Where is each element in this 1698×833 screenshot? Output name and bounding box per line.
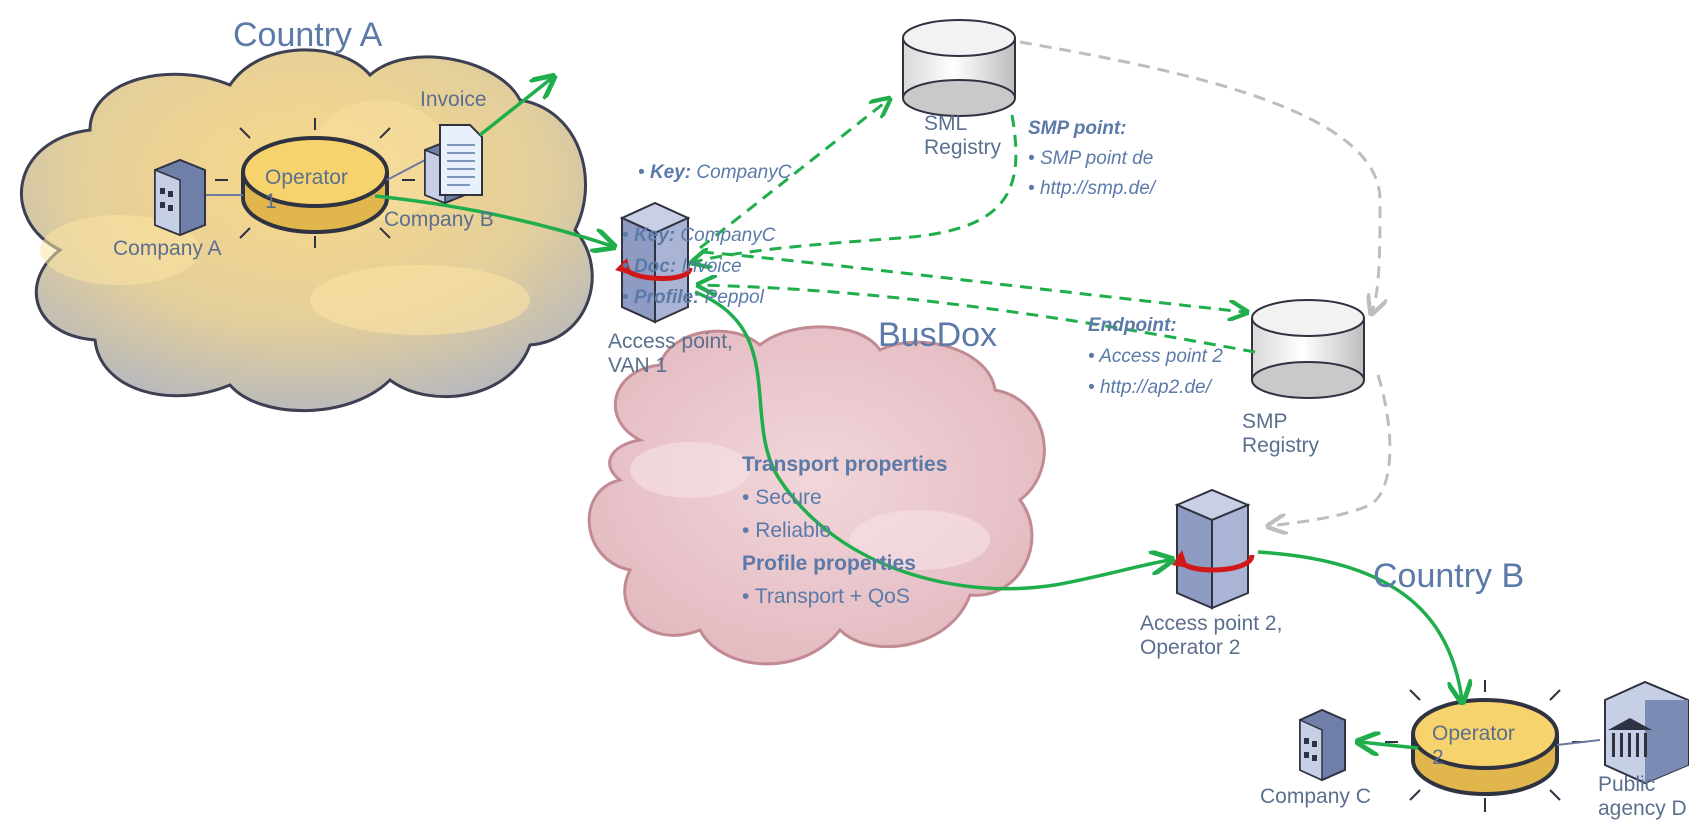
invoice-label: Invoice [420, 88, 487, 111]
endpoint-item-1-text: Access point 2 [1099, 346, 1223, 367]
operator-2-disc [1385, 680, 1585, 812]
operator-1-label: Operator 1 [265, 166, 348, 214]
access-point-2-label-line2: Operator 2 [1140, 636, 1241, 660]
ap1-doc-value: Invoice [681, 256, 742, 277]
endpoint-title-text: Endpoint: [1088, 315, 1177, 336]
ap1-doc-line: • Doc: Invoice [622, 256, 742, 277]
country-b-label: Country B [1373, 557, 1525, 595]
access-point-1-server-icon [615, 201, 693, 324]
smp-point-title-text: SMP point: [1028, 118, 1127, 139]
operator-1-label-line2: 1 [265, 190, 277, 214]
access-point-2-label-line1: Access point 2, [1140, 612, 1283, 635]
busdox-properties: Transport properties • Secure • Reliable… [742, 448, 947, 613]
smp-to-ap2-link [1270, 374, 1392, 526]
operator2-to-company-c-arrow [1360, 742, 1419, 748]
smp-to-ap1-response [700, 285, 1256, 354]
company-c-label: Company C [1260, 785, 1371, 808]
sml-to-smp-link [1019, 40, 1380, 312]
transport-properties-title: Transport properties [742, 448, 947, 481]
ap1-profile-line: • Profile: Peppol [622, 287, 764, 308]
profile-property-1: • Transport + QoS [742, 585, 910, 608]
transport-property-1-text: Secure [755, 486, 822, 509]
ap1-doc-label: Doc: [633, 256, 677, 277]
smp-point-item-2: • http://smp.de/ [1028, 178, 1156, 199]
smp-point-item-1: • SMP point de [1028, 148, 1154, 169]
smp-point-item-2-text: http://smp.de/ [1039, 178, 1156, 199]
profile-properties-title: Profile properties [742, 547, 947, 580]
transport-property-1: • Secure [742, 486, 822, 509]
access-point-1-label: Access point, VAN 1 [608, 330, 733, 378]
access-point-1-label-line2: VAN 1 [608, 354, 668, 378]
ap1-key-value: CompanyC [680, 225, 776, 246]
ap1-profile-value: Peppol [704, 287, 764, 308]
access-point-1-message-note: • Key: CompanyC • Doc: Invoice • Profile… [622, 220, 775, 313]
ap1-profile-label: Profile: [633, 287, 700, 308]
operator-2-label: Operator 2 [1432, 722, 1515, 770]
sml-query-key-value: CompanyC [696, 162, 792, 183]
endpoint-item-2: • http://ap2.de/ [1088, 377, 1211, 398]
public-agency-d-label: Public agency D [1598, 773, 1687, 821]
endpoint-note: Endpoint: • Access point 2 • http://ap2.… [1088, 310, 1223, 403]
smp-point-note: SMP point: • SMP point de • http://smp.d… [1028, 114, 1155, 204]
sml-registry-label-line2: Registry [924, 136, 1002, 160]
smp-registry-label-line1: SMP [1242, 410, 1288, 433]
access-point-1-label-line1: Access point, [608, 330, 733, 353]
company-a-building-icon [154, 158, 243, 237]
access-point-2-label: Access point 2, Operator 2 [1140, 612, 1282, 660]
transport-property-2-text: Reliable [755, 519, 832, 542]
company-c-building-icon [1299, 708, 1346, 782]
smp-registry-label-line2: Registry [1242, 434, 1320, 458]
operator1-to-ap1-arrow [374, 194, 612, 246]
sml-query-key-note: • Key: CompanyC [638, 162, 792, 183]
company-b-label: Company B [384, 208, 494, 231]
operator-2-label-line1: Operator [1432, 722, 1515, 745]
operator-1-disc [215, 118, 415, 248]
ap1-to-ap2-arrow [694, 290, 1170, 591]
ap1-to-smp-lookup [701, 250, 1245, 312]
smp-registry-label: SMP Registry [1242, 410, 1319, 458]
public-agency-d-label-line2: agency D [1598, 797, 1687, 821]
sml-query-key-label: Key: [649, 162, 692, 183]
invoice-document-icon [439, 124, 483, 196]
endpoint-item-1: • Access point 2 [1088, 346, 1223, 367]
smp-point-title: SMP point: [1028, 114, 1155, 144]
smp-point-item-1-text: SMP point de [1039, 148, 1154, 169]
sml-to-ap1-response [694, 114, 1018, 262]
ap1-key-label: Key: [633, 225, 676, 246]
transport-properties-title-text: Transport properties [742, 453, 948, 476]
sml-registry-cylinder-icon [902, 19, 1016, 117]
company-a-label: Company A [113, 237, 222, 260]
operator-1-label-line1: Operator [265, 166, 348, 189]
transport-property-2: • Reliable [742, 519, 832, 542]
busdox-label: BusDox [878, 316, 998, 354]
country-a-label: Country A [233, 16, 383, 54]
profile-property-1-text: Transport + QoS [754, 585, 910, 608]
endpoint-title: Endpoint: [1088, 310, 1223, 341]
ap2-to-operator2-arrow [1257, 550, 1462, 700]
company-b-invoice-arrow [478, 78, 552, 137]
operator-2-label-line2: 2 [1432, 746, 1444, 770]
ap1-key-line: • Key: CompanyC [622, 225, 776, 246]
smp-registry-cylinder-icon [1251, 299, 1365, 399]
profile-properties-title-text: Profile properties [742, 552, 916, 575]
sml-registry-label-line1: SML [924, 112, 968, 135]
public-agency-d-label-line1: Public [1598, 773, 1656, 796]
sml-registry-label: SML Registry [924, 112, 1001, 160]
access-point-2-server-icon [1172, 488, 1255, 610]
endpoint-item-2-text: http://ap2.de/ [1099, 377, 1211, 398]
public-agency-d-building-icon [1556, 680, 1689, 785]
